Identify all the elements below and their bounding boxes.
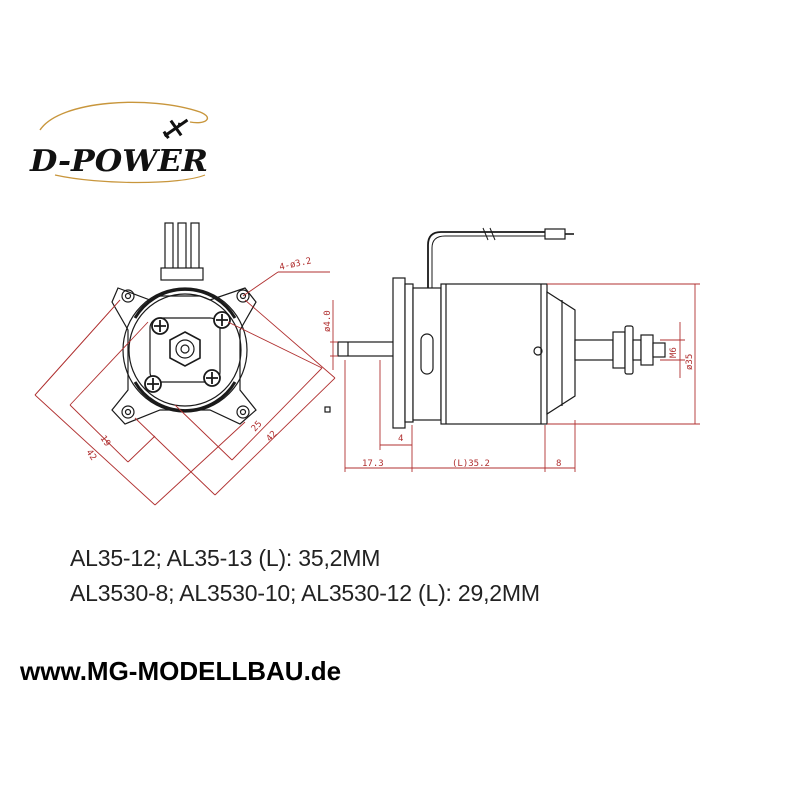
- dim-8: 8: [556, 459, 561, 469]
- spec-line-1: AL35-12; AL35-13 (L): 35,2MM: [70, 545, 381, 571]
- dim-length: (L)35.2: [452, 459, 490, 469]
- dim-dia35: ø35: [685, 354, 695, 370]
- logo-text: D-POWER: [29, 144, 208, 179]
- side-view: [337, 227, 666, 429]
- front-dimensions: [34, 271, 336, 506]
- dim-17-3: 17.3: [362, 459, 384, 469]
- dim-19: 19: [98, 434, 112, 449]
- dim-25: 25: [250, 419, 265, 434]
- side-dimensions: [330, 283, 700, 472]
- dim-4: 4: [398, 434, 403, 444]
- dim-dia4: ø4.0: [323, 310, 333, 332]
- dim-hole-label: 4-ø3.2: [279, 256, 313, 273]
- spec-line-2: AL3530-8; AL3530-10; AL3530-12 (L): 29,2…: [70, 580, 540, 606]
- website-link[interactable]: www.MG-MODELLBAU.de: [20, 656, 342, 686]
- airplane-icon: [162, 118, 189, 140]
- dim-m6: M6: [669, 347, 679, 358]
- logo: D-POWER: [29, 101, 209, 184]
- dim-42-right: 42: [265, 429, 280, 444]
